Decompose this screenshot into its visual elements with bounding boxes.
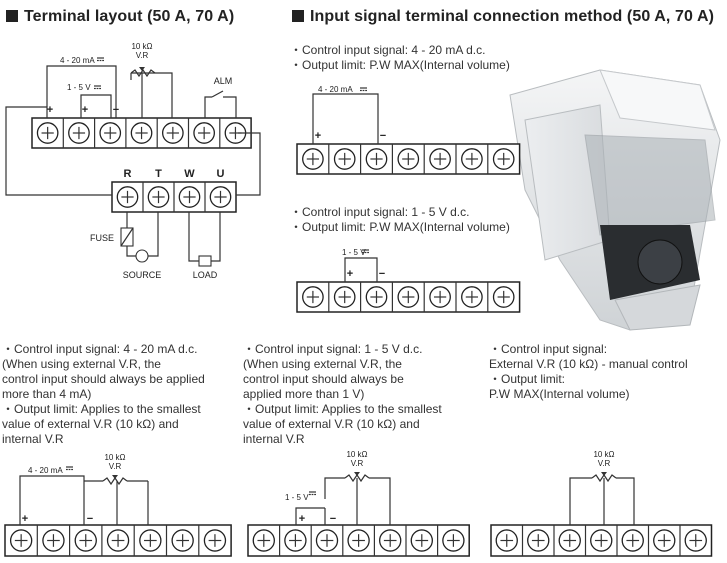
minus-sign: − xyxy=(379,268,385,280)
square-bullet-icon xyxy=(292,10,304,22)
label-vr: V.R xyxy=(109,462,122,471)
bottom-col1-text: ・Control input signal: 4 - 20 mA d.c. (W… xyxy=(2,342,205,446)
resistor-symbol xyxy=(130,68,156,78)
alm-switch xyxy=(211,90,224,98)
label-vr: V.R xyxy=(136,51,149,60)
label-vr: V.R xyxy=(351,459,364,468)
square-bullet-icon xyxy=(6,10,18,22)
wire-src xyxy=(126,246,136,257)
label-load: LOAD xyxy=(193,270,218,280)
label-4-20ma: 4 - 20 mA xyxy=(60,56,95,65)
label-source: SOURCE xyxy=(123,270,162,280)
wire xyxy=(616,477,635,525)
label-1-5v: 1 - 5 V xyxy=(285,493,309,502)
wire-b3 xyxy=(569,477,592,525)
fuse-line xyxy=(120,227,134,247)
wire-src xyxy=(148,212,159,257)
plus-sign: + xyxy=(315,130,321,142)
power-terminal-label: U xyxy=(217,168,225,180)
wire-load xyxy=(188,212,199,262)
label-10k: 10 kΩ xyxy=(104,453,125,462)
label-1-5v: 1 - 5 V xyxy=(342,248,366,257)
label-10k: 10 kΩ xyxy=(346,450,367,459)
terminal-layout-header: Terminal layout (50 A, 70 A) xyxy=(6,8,234,26)
minus-sign: − xyxy=(113,104,119,116)
wire-vr xyxy=(155,72,173,118)
wire-loop xyxy=(236,132,261,196)
wire-load xyxy=(211,212,221,262)
wire xyxy=(369,477,391,525)
input-signal-header: Input signal terminal connection method … xyxy=(292,8,714,26)
label-4-20ma: 4 - 20 mA xyxy=(28,466,63,475)
plus-sign: + xyxy=(299,513,305,525)
label-fuse: FUSE xyxy=(90,233,114,243)
label-4-20ma: 4 - 20 mA xyxy=(318,85,353,94)
wire-ma-b1 xyxy=(19,475,85,525)
power-terminal-label: W xyxy=(184,168,195,180)
bottom-col3-text: ・Control input signal: External V.R (10 … xyxy=(489,342,688,401)
vr-arrow xyxy=(354,472,360,476)
label-10k: 10 kΩ xyxy=(593,450,614,459)
vr-arrow xyxy=(112,475,118,479)
wire-v-right xyxy=(344,257,378,282)
minus-sign: − xyxy=(330,513,336,525)
vr-arrow xyxy=(139,67,145,71)
vr-arrow xyxy=(601,472,607,476)
power-terminal-label: T xyxy=(155,168,162,180)
block1-text: ・Control input signal: 4 - 20 mA d.c.・Ou… xyxy=(290,43,510,72)
minus-sign: − xyxy=(87,513,93,525)
plus-sign: + xyxy=(82,104,88,116)
wire-ma xyxy=(46,65,117,118)
plus-sign: + xyxy=(47,104,53,116)
wire-v xyxy=(80,94,112,118)
label-10k: 10 kΩ xyxy=(131,42,152,51)
label-vr: V.R xyxy=(598,459,611,468)
power-terminal-label: R xyxy=(124,168,132,180)
plus-sign: + xyxy=(347,268,353,280)
wire-loop xyxy=(5,106,112,196)
source-symbol xyxy=(135,249,149,263)
bottom-col2-text: ・Control input signal: 1 - 5 V d.c. (Whe… xyxy=(243,342,442,446)
wire-alm xyxy=(204,96,212,118)
label-1-5v: 1 - 5 V xyxy=(67,83,91,92)
wire xyxy=(324,477,345,499)
wire-ma-right xyxy=(312,93,379,144)
block2-text: ・Control input signal: 1 - 5 V d.c.・Outp… xyxy=(290,205,510,234)
minus-sign: − xyxy=(380,130,386,142)
label-alm: ALM xyxy=(214,76,233,86)
plus-sign: + xyxy=(22,513,28,525)
load-symbol xyxy=(198,255,212,267)
wire-alm xyxy=(223,96,237,118)
wire-v-b2 xyxy=(295,507,325,525)
